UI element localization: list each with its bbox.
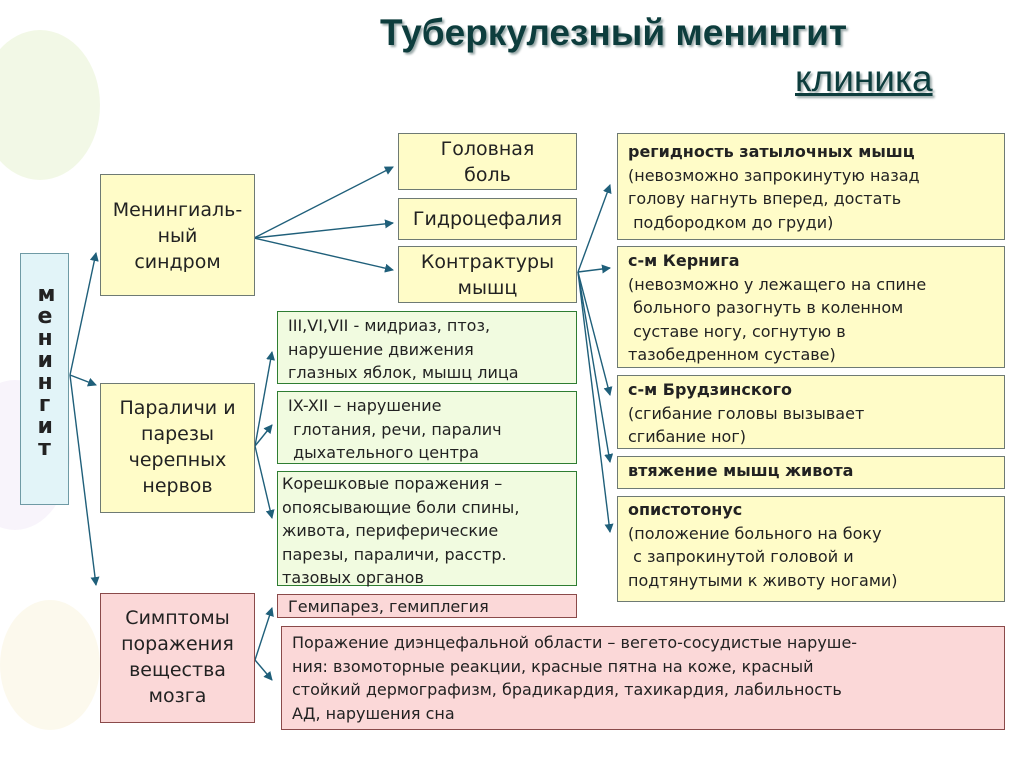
arrow-contractures-opisthotonus: [577, 271, 614, 533]
arrow-root-brain: [69, 374, 100, 586]
page-subtitle: клиника: [795, 58, 933, 99]
arrow-paralyses-cranial-3-6-7: [254, 351, 276, 447]
arrow-contractures-neck: [577, 184, 612, 273]
group-brain-symptoms: Симптомы поражения вещества мозга: [100, 593, 255, 723]
sign-opisthotonus: опистотонус (положение больного на боку …: [617, 496, 1005, 602]
hemiparesis-text: Гемипарез, гемиплегия: [288, 597, 489, 616]
group-cranial-paralyses: Параличи и парезы черепных нервов: [100, 383, 255, 513]
cranial-3-6-7-box: III,VI,VII - мидриаз, птоз, нарушение дв…: [277, 311, 577, 384]
group-paralyses-label: Параличи и парезы черепных нервов: [119, 397, 236, 497]
diencephalic-box: Поражение диэнцефальной области – вегето…: [281, 626, 1005, 730]
sign-kernig-desc: (невозможно у лежащего на спине больного…: [628, 274, 927, 365]
cranial-9-12-box: IX-XII – нарушение глотания, речи, парал…: [277, 391, 577, 464]
decor-balloon-top-left: [0, 30, 100, 180]
arrow-contractures-abdomen: [577, 271, 614, 463]
arrow-root-paralyses: [69, 374, 97, 387]
arrow-meningeal-contractures: [253, 237, 394, 273]
sign-abdominal-retraction: втяжение мышц живота: [617, 456, 1005, 489]
hydrocephalus-box: Гидроцефалия: [398, 198, 577, 240]
group-meningeal-label: Менингиаль- ный синдром: [112, 199, 243, 273]
sign-neck-desc: (невозможно запрокинутую назад голову на…: [628, 165, 920, 232]
diencephalic-text: Поражение диэнцефальной области – вегето…: [292, 633, 858, 723]
group-brain-label: Симптомы поражения вещества мозга: [121, 607, 234, 707]
sign-neck-name: регидность затылочных мышц: [628, 142, 915, 161]
radicular-text: Корешковые поражения – опоясывающие боли…: [282, 474, 520, 587]
hydrocephalus-label: Гидроцефалия: [412, 208, 563, 230]
sign-kernig: с-м Кернига (невозможно у лежащего на сп…: [617, 246, 1005, 368]
arrow-brain-diencephalic: [254, 659, 273, 681]
decor-balloon-bottom-left: [0, 600, 100, 730]
arrow-paralyses-radicular: [254, 445, 275, 519]
cranial-3-6-7-text: III,VI,VII - мидриаз, птоз, нарушение дв…: [288, 316, 519, 382]
sign-kernig-name: с-м Кернига: [628, 251, 740, 270]
contractures-label: Контрактуры мышц: [420, 251, 555, 299]
headache-box: Головная боль: [398, 133, 577, 190]
arrow-root-meningeal: [69, 252, 99, 376]
sign-brudzinski-desc: (сгибание головы вызывает сгибание ног): [628, 403, 865, 447]
arrow-meningeal-hydrocephalus: [253, 219, 394, 239]
sign-brudzinski: с-м Брудзинского (сгибание головы вызыва…: [617, 375, 1005, 449]
sign-opisthotonus-name: опистотонус: [628, 500, 743, 519]
arrow-contractures-kernig: [577, 264, 611, 274]
radicular-box: Корешковые поражения – опоясывающие боли…: [277, 471, 577, 587]
sign-opisthotonus-desc: (положение больного на боку с запрокинут…: [628, 523, 898, 590]
sign-abdomen-name: втяжение мышц живота: [628, 461, 854, 480]
group-meningeal-syndrome: Менингиаль- ный синдром: [100, 174, 255, 296]
arrow-meningeal-headache: [253, 166, 394, 239]
sign-neck-rigidity: регидность затылочных мышц (невозможно з…: [617, 133, 1005, 240]
headache-label: Головная боль: [440, 138, 535, 186]
arrow-contractures-brudzinski: [577, 271, 613, 396]
contractures-box: Контрактуры мышц: [398, 246, 577, 303]
root-box: менингит: [20, 253, 69, 505]
arrow-paralyses-cranial-9-12: [254, 424, 273, 447]
sign-brudzinski-name: с-м Брудзинского: [628, 380, 793, 399]
page-title: Туберкулезный менингит: [380, 12, 848, 53]
hemiparesis-box: Гемипарез, гемиплегия: [277, 594, 577, 618]
arrow-brain-hemiparesis: [254, 607, 274, 661]
cranial-9-12-text: IX-XII – нарушение глотания, речи, парал…: [288, 396, 502, 462]
root-label: менингит: [37, 282, 56, 461]
